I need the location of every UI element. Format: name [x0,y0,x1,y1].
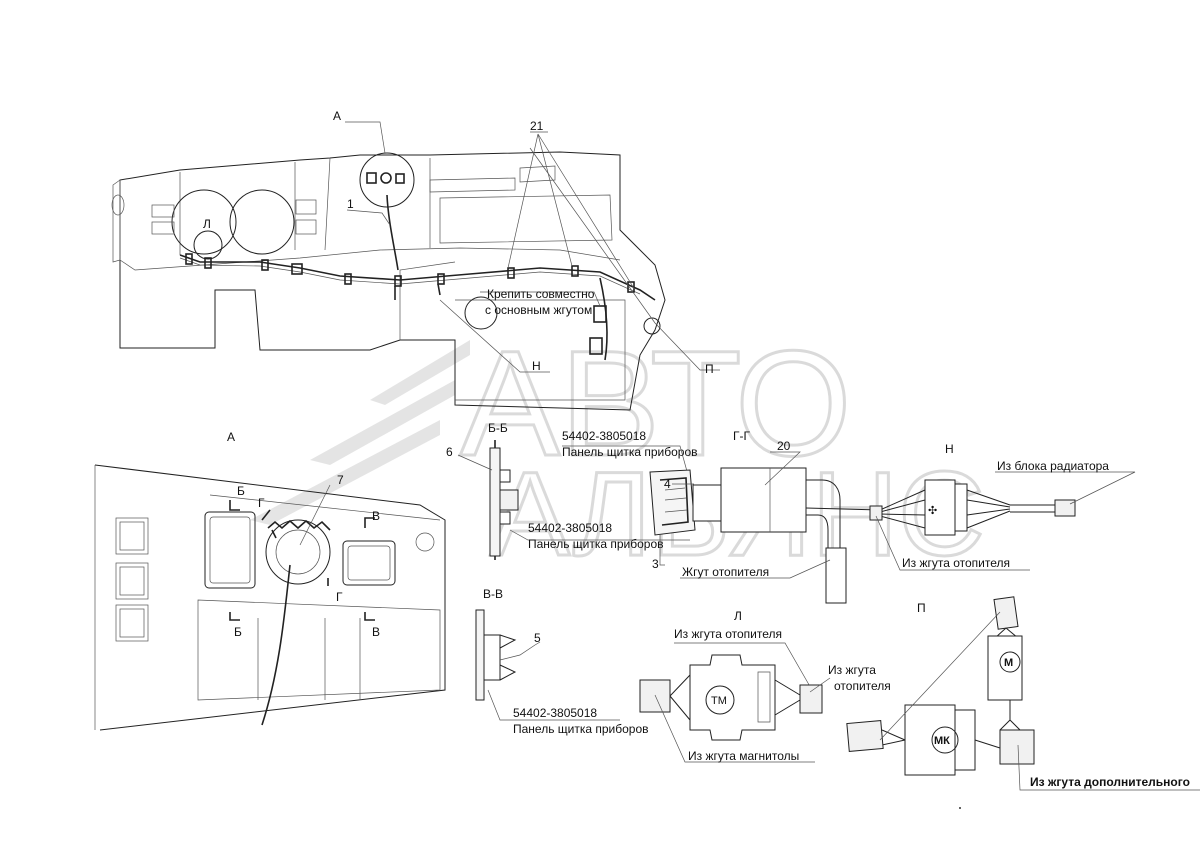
label-part-no-1: 54402-3805018 [528,521,612,535]
watermark-line1: АВТО [460,319,852,487]
knob-cable [261,564,291,726]
detail-l: Л Из жгута отопителя ТМ Из жгута отопите… [639,609,891,763]
label-item-3: 3 [652,557,659,571]
dashboard-outline [119,151,666,411]
label-from-additional: Из жгута дополнительного [1030,775,1190,789]
harness-branch-1 [386,194,399,271]
label-section-b1: Б [237,484,245,498]
panel-outline [94,464,446,731]
motor-symbol: М [1004,657,1013,669]
radio-plug [639,679,671,713]
detail-a-panel: А Б Г В Г Б В 7 [94,430,446,731]
tm-symbol: ТМ [711,695,727,707]
label-section-v2: В [372,625,380,639]
detail-p: П М МК Из жгута дополнительного [846,596,1200,791]
section-bb: Б-Б 6 54402-3805018 Панель щитка приборо… [446,421,690,560]
label-view-p: П [705,362,714,376]
label-view-n: Н [532,359,541,373]
label-section-v1: В [372,509,380,523]
label-panel-3: Панель щитка приборов [513,722,649,736]
label-heater-harness: Жгут отопителя [682,565,769,579]
label-panel-2: Панель щитка приборов [562,445,698,459]
detail-l-marker [193,230,223,260]
label-part-no-3: 54402-3805018 [513,706,597,720]
label-from-heater-harness-2: Из жгута отопителя [674,627,782,641]
label-view-l: Л [203,217,211,231]
label-section-g2: Г [336,590,343,604]
label-item-21: 21 [530,119,544,133]
label-fasten-line1: Крепить совместно [487,287,595,301]
label-view-a: А [333,109,341,123]
motor-connector [987,635,1023,701]
tachometer-gauge [229,189,295,255]
label-section-vv: В-В [483,587,503,601]
switch-housing [720,467,807,533]
label-item-6: 6 [446,445,453,459]
main-harness [179,254,656,301]
label-item-5: 5 [534,631,541,645]
detail-a-marker [359,152,415,208]
tm-connector [689,654,776,741]
fan-connector [924,479,956,536]
heater-plug [799,684,823,714]
label-section-b2: Б [234,625,242,639]
label-detail-p: П [917,601,926,615]
label-detail-n: Н [945,442,954,456]
watermark-logo-stripes [250,340,470,525]
label-item-7: 7 [337,473,344,487]
label-fasten-line2: с основным жгутом [485,303,592,317]
label-item-1: 1 [347,197,354,211]
mk-symbol: МК [934,735,950,747]
detail-p-marker [643,317,661,335]
label-section-g1: Г [258,496,265,510]
label-item-4: 4 [664,477,671,491]
switch-block-right [342,540,396,586]
label-from-radio: Из жгута магнитолы [688,749,799,763]
section-gg: Г-Г 54402-3805018 Панель щитка приборов … [562,429,881,604]
connector-body [692,484,722,522]
dashboard-view: А Л 1 21 Крепить совместно с основным жг… [111,109,720,411]
label-from-radiator: Из блока радиатора [997,459,1109,473]
detail-n: Н ✣ Из блока радиатора Из жгута отопител… [869,442,1136,571]
detail-n-marker [464,296,498,330]
label-from-heater-line2: отопителя [834,679,891,693]
section-vv: В-В 5 54402-3805018 Панель щитка приборо… [475,587,649,736]
label-from-heater-harness-1: Из жгута отопителя [902,556,1010,570]
label-from-heater-line1: Из жгута [828,663,876,677]
switch-block-left [204,511,256,589]
label-detail-l: Л [734,609,742,623]
label-item-20: 20 [777,439,791,453]
control-knob [265,519,331,585]
fan-symbol-icon: ✣ [928,505,937,517]
label-section-gg: Г-Г [733,429,750,443]
label-section-bb: Б-Б [488,421,508,435]
label-part-no-2: 54402-3805018 [562,429,646,443]
label-panel-1: Панель щитка приборов [528,537,664,551]
label-detail-a: А [227,430,235,444]
